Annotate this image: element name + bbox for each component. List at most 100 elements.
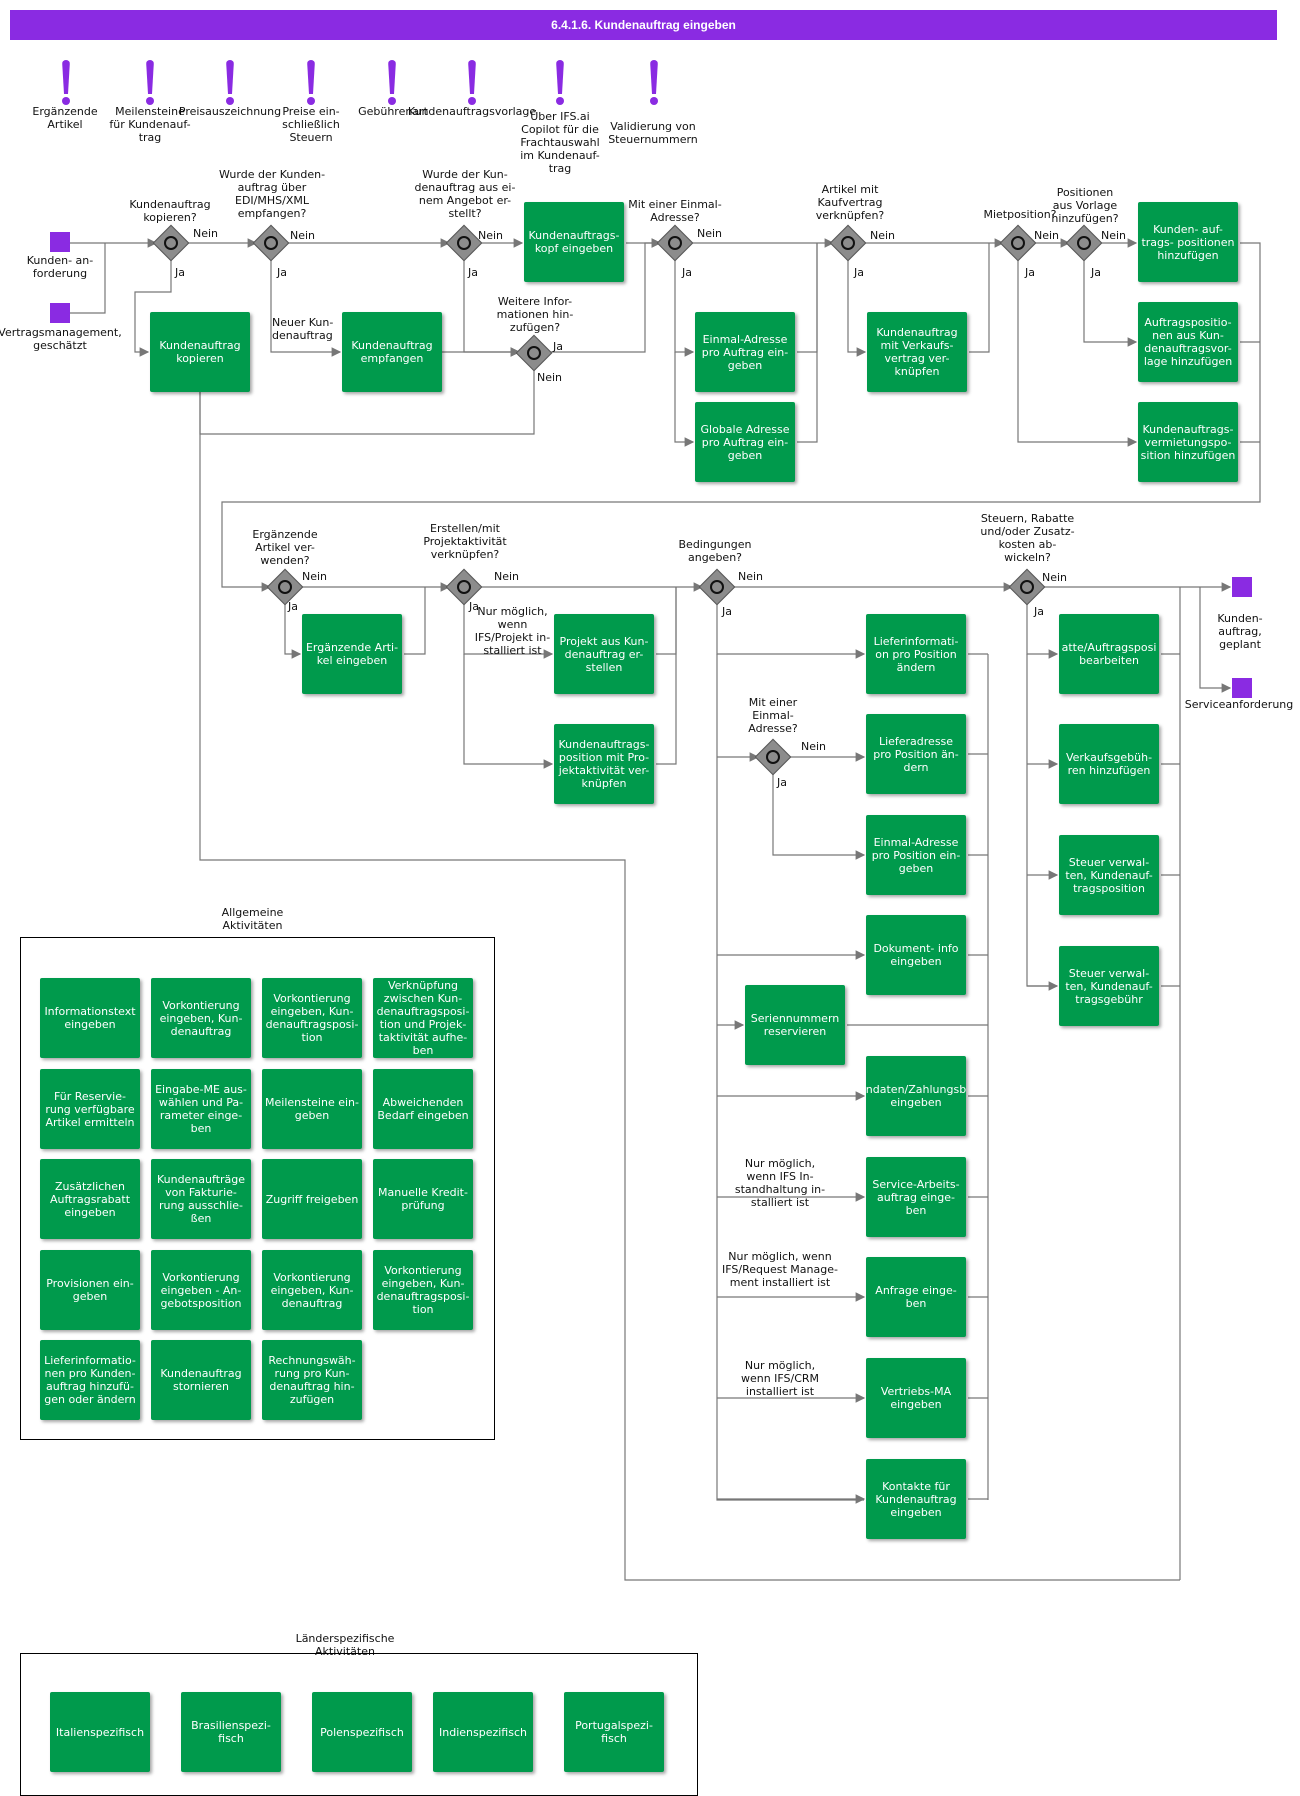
country-activities-title: Länderspezifische Aktivitäten xyxy=(295,1632,395,1658)
activity-link-purchase-contract[interactable]: Kundenauftrag mit Verkaufs- vertrag ver-… xyxy=(867,312,967,392)
activity-payment-terms[interactable]: ndaten/Zahlungsb eingeben xyxy=(866,1056,966,1136)
flow-connector xyxy=(847,258,867,357)
condition-project: Nur möglich, wenn IFS/Projekt in- stalli… xyxy=(474,605,551,657)
general-activity[interactable]: Rechnungswäh- rung pro Kun- denauftrag h… xyxy=(262,1340,362,1420)
flow-connector xyxy=(70,243,106,314)
general-activities-title: Allgemeine Aktivitäten xyxy=(221,906,284,932)
activity-tax-order-line[interactable]: Steuer verwal- ten, Kundenauf- tragsposi… xyxy=(1059,835,1159,915)
note-label: Meilensteine für Kundenauf- trag xyxy=(109,105,191,144)
flow-label-no: Nein xyxy=(537,371,563,384)
flow-connector xyxy=(1199,587,1232,693)
gateway-question: Bedingungen angeben? xyxy=(678,538,752,564)
flow-label-no: Nein xyxy=(697,227,723,240)
general-activity[interactable]: Meilensteine ein- geben xyxy=(262,1069,362,1149)
activity-change-delivery-info[interactable]: Lieferinformati- on pro Position ändern xyxy=(866,614,966,694)
general-activity[interactable]: Für Reservie- rung verfügbare Artikel er… xyxy=(40,1069,140,1149)
country-activity-italy[interactable]: Italienspezifisch xyxy=(50,1692,150,1772)
end-event-service-request xyxy=(1232,678,1252,698)
general-activity[interactable]: Kundenauftrag stornieren xyxy=(151,1340,251,1420)
flow-label-no: Nein xyxy=(478,229,504,242)
activity-add-rental-line[interactable]: Kundenauftrags- vermietungspo- sition hi… xyxy=(1138,402,1238,482)
flow-label-yes: Ja xyxy=(722,605,732,618)
gateway-question: Mietposition? xyxy=(983,208,1057,221)
activity-supplementary-parts[interactable]: Ergänzende Arti- kel eingeben xyxy=(302,614,402,694)
end-event-label: Kunden- auftrag, geplant xyxy=(1217,612,1263,651)
note-label: Preise ein- schließlich Steuern xyxy=(282,105,340,144)
flow-label-no: Nein xyxy=(1042,571,1068,584)
general-activity[interactable]: Provisionen ein- geben xyxy=(40,1250,140,1330)
general-activity[interactable]: Verknüpfung zwischen Kun- denauftragspos… xyxy=(373,978,473,1058)
note-label: Ergänzende Artikel xyxy=(32,105,98,131)
page-title: 6.4.1.6. Kundenauftrag eingeben xyxy=(10,10,1277,40)
flow-label-no: Nein xyxy=(870,229,896,242)
gateway-question: Weitere Infor- mationen hin- zufügen? xyxy=(496,295,574,334)
exclamation-icon xyxy=(304,60,318,106)
activity-link-project-activity[interactable]: Kundenauftrags- position mit Pro- jektak… xyxy=(554,724,654,804)
flow-connector xyxy=(716,654,864,1501)
flow-connector xyxy=(134,258,172,357)
flow-connector xyxy=(674,352,695,447)
exclamation-icon xyxy=(223,60,237,106)
activity-reserve-serials[interactable]: Seriennummern reservieren xyxy=(745,985,845,1065)
flow-label-yes: Ja xyxy=(468,266,478,279)
end-event-label: Serviceanforderung xyxy=(1184,698,1294,711)
general-activity[interactable]: Lieferinformatio- nen pro Kunden- auftra… xyxy=(40,1340,140,1420)
activity-sales-rep[interactable]: Vertriebs-MA eingeben xyxy=(866,1358,966,1438)
general-activity[interactable]: Vorkontierung eingeben - An- gebotsposit… xyxy=(151,1250,251,1330)
activity-enter-request[interactable]: Anfrage einge- ben xyxy=(866,1257,966,1337)
general-activity[interactable]: Eingabe-ME aus- wählen und Pa- rameter e… xyxy=(151,1069,251,1149)
activity-tax-order-charge[interactable]: Steuer verwal- ten, Kundenauf- tragsgebü… xyxy=(1059,946,1159,1026)
flow-label-yes: Ja xyxy=(277,266,287,279)
flow-label-no: Nein xyxy=(494,570,520,583)
activity-discounts[interactable]: atte/Auftragsposi bearbeiten xyxy=(1059,614,1159,694)
general-activity[interactable]: Informationstext eingeben xyxy=(40,978,140,1058)
gateway-question: Kundenauftrag kopieren? xyxy=(129,198,211,224)
activity-add-order-lines[interactable]: Kunden- auf- trags- positionen hinzufüge… xyxy=(1138,202,1238,282)
gateway-question: Steuern, Rabatte und/oder Zusatz- kosten… xyxy=(980,512,1075,564)
gateway-question: Mit einer Einmal- Adresse? xyxy=(628,198,722,224)
activity-sales-charges[interactable]: Verkaufsgebüh- ren hinzufügen xyxy=(1059,724,1159,804)
exclamation-icon xyxy=(465,60,479,106)
general-activity[interactable]: Vorkontierung eingeben, Kun- denauftrags… xyxy=(373,1250,473,1330)
country-activity-india[interactable]: Indienspezifisch xyxy=(433,1692,533,1772)
end-event-order-planned xyxy=(1232,577,1252,597)
activity-contacts[interactable]: Kontakte für Kundenauftrag eingeben xyxy=(866,1459,966,1539)
general-activity[interactable]: Vorkontierung eingeben, Kun- denauftrag xyxy=(262,1250,362,1330)
general-activity[interactable]: Vorkontierung eingeben, Kun- denauftrags… xyxy=(262,978,362,1058)
activity-copy-order[interactable]: Kundenauftrag kopieren xyxy=(150,312,250,392)
gateway-question: Erstellen/mit Projektaktivität verknüpfe… xyxy=(423,522,507,561)
flow-connector xyxy=(463,258,521,357)
flow-connector xyxy=(1026,654,1057,987)
activity-document-info[interactable]: Dokument- info eingeben xyxy=(866,915,966,995)
flow-label-no: Nein xyxy=(290,229,316,242)
flow-label-yes: Ja xyxy=(288,600,298,613)
exclamation-icon xyxy=(143,60,157,106)
general-activity[interactable]: Manuelle Kredit- prüfung xyxy=(373,1159,473,1239)
activity-create-project[interactable]: Projekt aus Kun- denauftrag er- stellen xyxy=(554,614,654,694)
country-activity-portugal[interactable]: Portugalspezi- fisch xyxy=(564,1692,664,1772)
activity-one-time-address-line[interactable]: Einmal-Adresse pro Position ein- geben xyxy=(866,815,966,895)
activity-one-time-address-order[interactable]: Einmal-Adresse pro Auftrag ein- geben xyxy=(695,312,795,392)
flow-label-yes: Ja xyxy=(777,776,787,789)
activity-change-delivery-address[interactable]: Lieferadresse pro Position än- dern xyxy=(866,714,966,794)
country-activity-poland[interactable]: Polenspezifisch xyxy=(312,1692,412,1772)
activity-global-address-order[interactable]: Globale Adresse pro Auftrag ein- geben xyxy=(695,402,795,482)
general-activity[interactable]: Kundenaufträge von Fakturie- rung aussch… xyxy=(151,1159,251,1239)
activity-add-lines-from-template[interactable]: Auftragspositio- nen aus Kun- denauftrag… xyxy=(1138,302,1238,382)
country-activity-brazil[interactable]: Brasilienspezi- fisch xyxy=(181,1692,281,1772)
activity-service-work-order[interactable]: Service-Arbeits- auftrag einge- ben xyxy=(866,1157,966,1237)
general-activities-group xyxy=(20,937,495,1440)
flow-label-yes: Ja xyxy=(175,266,185,279)
general-activity[interactable]: Abweichenden Bedarf eingeben xyxy=(373,1069,473,1149)
flow-connector xyxy=(221,242,1261,592)
flow-label-no: Nein xyxy=(801,740,827,753)
general-activity[interactable]: Zugriff freigeben xyxy=(262,1159,362,1239)
general-activity[interactable]: Vorkontierung eingeben, Kun- denauftrag xyxy=(151,978,251,1058)
activity-order-received[interactable]: Kundenauftrag empfangen xyxy=(342,312,442,392)
general-activity[interactable]: Zusätzlichen Auftragsrabatt eingeben xyxy=(40,1159,140,1239)
activity-enter-order-header[interactable]: Kundenauftrags- kopf eingeben xyxy=(524,202,624,282)
condition-maintenance: Nur möglich, wenn IFS In- standhaltung i… xyxy=(734,1157,826,1209)
start-event-contract xyxy=(50,303,70,323)
note-label: Validierung von Steuernummern xyxy=(608,120,698,146)
